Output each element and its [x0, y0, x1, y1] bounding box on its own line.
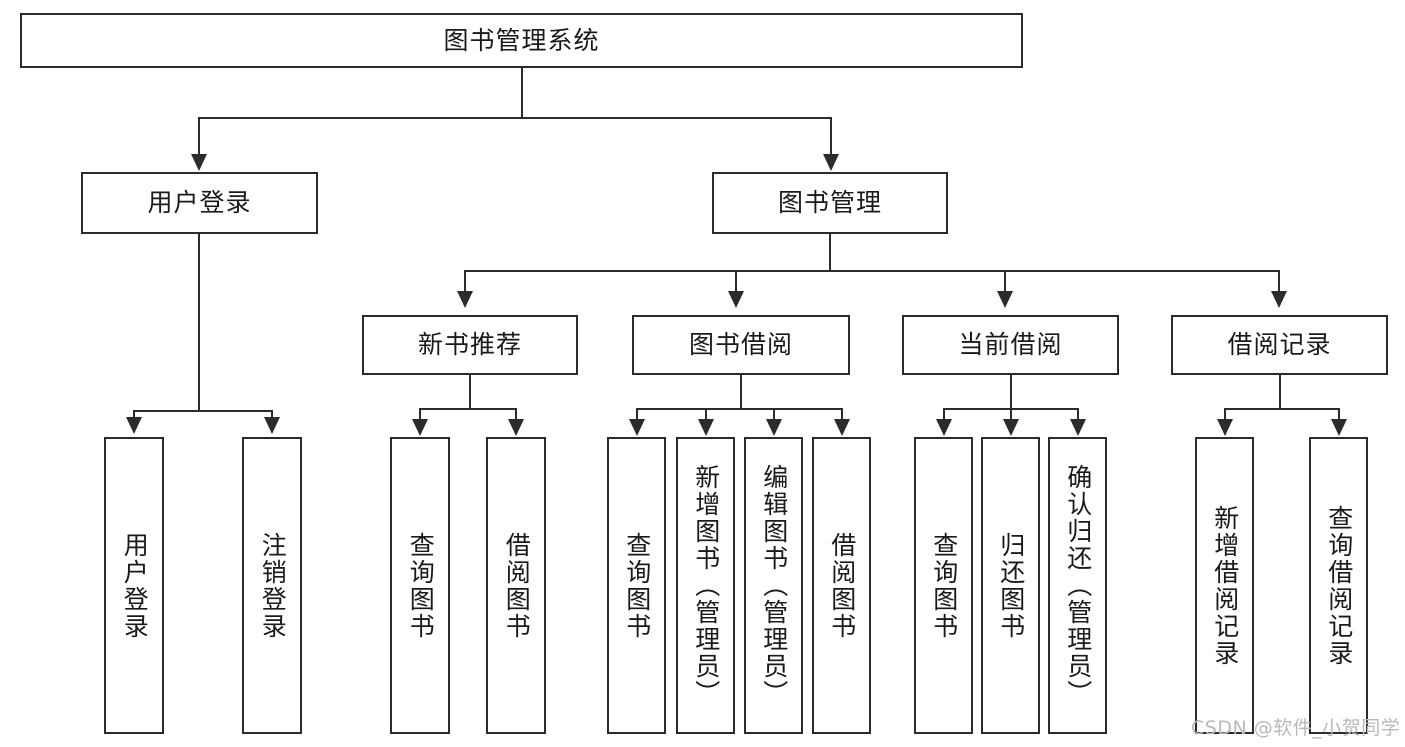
connector-currentborrow-drop-0 — [943, 408, 945, 419]
connector-newbook-stem — [469, 375, 471, 410]
arrow-borrowrecord-1 — [1331, 419, 1347, 436]
connector-bookborrow-drop-1 — [705, 408, 707, 419]
connector-newbook-drop-0 — [419, 408, 421, 419]
connector-userlogin-stem — [198, 234, 200, 412]
connector-currentborrow-drop-2 — [1077, 408, 1079, 419]
node-label: 用户登录 — [147, 188, 252, 218]
connector-bookborrow-bus — [636, 408, 843, 410]
node-label: 新书推荐 — [417, 330, 522, 360]
arrow-newbook-0 — [412, 419, 428, 436]
connector-level1-drop-1 — [830, 117, 832, 156]
leaf-search-book-rec[interactable]: 查询图书 — [390, 437, 450, 734]
node-label: 新增借阅记录 — [1210, 504, 1240, 667]
connector-borrowrecord-drop-0 — [1224, 408, 1226, 419]
connector-currentborrow-stem — [1010, 375, 1012, 410]
csdn-watermark: CSDN @软件_小贺同学 — [1191, 717, 1401, 739]
connector-level2-bus — [464, 270, 1280, 272]
arrow-userlogin-1 — [264, 417, 280, 434]
node-label: 用户登录 — [120, 531, 150, 640]
node-book-management[interactable]: 图书管理 — [712, 172, 948, 234]
arrow-level2-1 — [728, 291, 744, 308]
arrow-bookborrow-0 — [629, 419, 645, 436]
connector-level2-drop-1 — [735, 270, 737, 293]
connector-level2-drop-3 — [1278, 270, 1280, 293]
node-label: 查询图书 — [406, 531, 436, 640]
node-label: 图书借阅 — [688, 330, 793, 360]
arrow-bookborrow-2 — [766, 419, 782, 436]
node-label: 查询图书 — [929, 531, 959, 640]
connector-root-stem — [521, 68, 523, 117]
arrow-level1-0 — [191, 154, 207, 171]
connector-currentborrow-drop-1 — [1010, 408, 1012, 419]
connector-borrowrecord-drop-1 — [1338, 408, 1340, 419]
node-label: 借阅图书 — [827, 531, 857, 640]
connector-level2-drop-0 — [464, 270, 466, 293]
node-label: 新增图书（管理员） — [691, 464, 721, 707]
connector-bookmgmt-stem — [829, 234, 831, 272]
connector-borrowrecord-bus — [1224, 408, 1340, 410]
leaf-add-borrow-record[interactable]: 新增借阅记录 — [1195, 437, 1254, 734]
node-label: 编辑图书（管理员） — [759, 464, 789, 707]
connector-userlogin-bus — [133, 410, 272, 412]
node-label: 借阅图书 — [502, 531, 532, 640]
leaf-user-login[interactable]: 用户登录 — [104, 437, 164, 734]
connector-bookborrow-drop-3 — [841, 408, 843, 419]
connector-userlogin-drop-1 — [271, 410, 273, 419]
node-borrow-record[interactable]: 借阅记录 — [1171, 315, 1388, 375]
arrow-bookborrow-3 — [834, 419, 850, 436]
connector-level1-bus — [198, 117, 832, 119]
leaf-logout[interactable]: 注销登录 — [242, 437, 302, 734]
node-label: 归还图书 — [996, 531, 1026, 640]
leaf-search-book-current[interactable]: 查询图书 — [914, 437, 973, 734]
arrow-newbook-1 — [508, 419, 524, 436]
connector-newbook-bus — [419, 408, 517, 410]
connector-bookborrow-drop-2 — [773, 408, 775, 419]
arrow-bookborrow-1 — [698, 419, 714, 436]
leaf-search-book-borrow[interactable]: 查询图书 — [607, 437, 666, 734]
leaf-edit-book-admin[interactable]: 编辑图书（管理员） — [744, 437, 803, 734]
node-label: 图书管理 — [777, 188, 882, 218]
connector-borrowrecord-stem — [1279, 375, 1281, 410]
arrow-level2-0 — [457, 291, 473, 308]
node-label: 查询图书 — [622, 531, 652, 640]
node-label: 借阅记录 — [1227, 330, 1332, 360]
arrow-currentborrow-1 — [1003, 419, 1019, 436]
connector-level2-drop-2 — [1004, 270, 1006, 293]
connector-newbook-drop-1 — [515, 408, 517, 419]
arrow-level2-2 — [997, 291, 1013, 308]
node-current-borrow[interactable]: 当前借阅 — [902, 315, 1119, 375]
arrow-userlogin-0 — [126, 417, 142, 434]
leaf-return-book[interactable]: 归还图书 — [981, 437, 1040, 734]
leaf-borrow-book-rec[interactable]: 借阅图书 — [486, 437, 546, 734]
node-user-login[interactable]: 用户登录 — [81, 172, 318, 234]
arrow-borrowrecord-0 — [1217, 419, 1233, 436]
node-new-book-recommend[interactable]: 新书推荐 — [362, 315, 578, 375]
leaf-confirm-return-admin[interactable]: 确认归还（管理员） — [1048, 437, 1107, 734]
connector-bookborrow-drop-0 — [636, 408, 638, 419]
arrow-level2-3 — [1271, 291, 1287, 308]
node-book-borrow[interactable]: 图书借阅 — [632, 315, 850, 375]
arrow-level1-1 — [823, 154, 839, 171]
leaf-search-borrow-record[interactable]: 查询借阅记录 — [1309, 437, 1368, 734]
connector-bookborrow-stem — [740, 375, 742, 410]
node-label: 当前借阅 — [958, 330, 1063, 360]
node-label: 图书管理系统 — [443, 25, 600, 55]
connector-userlogin-drop-0 — [133, 410, 135, 419]
connector-level1-drop-0 — [198, 117, 200, 156]
node-root-system[interactable]: 图书管理系统 — [20, 13, 1023, 68]
leaf-add-book-admin[interactable]: 新增图书（管理员） — [676, 437, 735, 734]
arrow-currentborrow-2 — [1070, 419, 1086, 436]
node-label: 查询借阅记录 — [1324, 504, 1354, 667]
node-label: 注销登录 — [258, 531, 288, 640]
leaf-borrow-book[interactable]: 借阅图书 — [812, 437, 871, 734]
node-label: 确认归还（管理员） — [1063, 464, 1093, 707]
arrow-currentborrow-0 — [936, 419, 952, 436]
